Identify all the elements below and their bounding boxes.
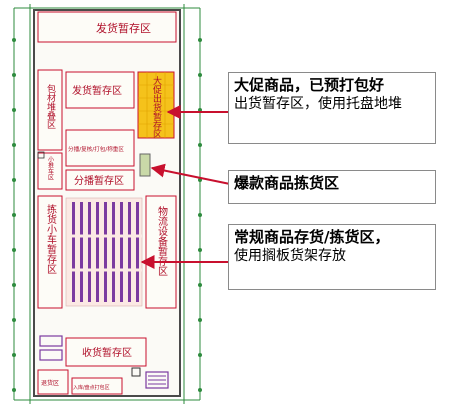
label-promo-storage: 大促出货暂存区	[151, 75, 162, 139]
zone-small-box	[37, 152, 63, 190]
label-office: 退货区	[41, 379, 59, 387]
zone-hot-items	[139, 153, 151, 177]
zone-sort-recheck	[65, 129, 135, 167]
zone-pick-cart	[37, 195, 63, 309]
callout-regular: 常规商品存货/拣货区， 使用搁板货架存放	[228, 224, 436, 290]
callout-promo-title: 大促商品，已预打包好	[234, 76, 385, 94]
storage-rack-aisles	[70, 234, 142, 272]
label-shipping-mid: 发货暂存区	[72, 84, 122, 97]
label-receiving: 收货暂存区	[82, 346, 132, 359]
promo-pallet-grid	[138, 72, 174, 138]
label-pick-cart: 拣货小车暂存区	[45, 203, 57, 274]
zone-shipping-top	[37, 11, 177, 43]
receiving-racks	[39, 335, 169, 389]
callout-regular-title: 常规商品存货/拣货区，	[234, 228, 390, 246]
zone-shipping-mid	[65, 71, 135, 109]
zone-packing-material	[37, 69, 63, 151]
label-small-box: 小推车区	[47, 155, 54, 180]
zone-sort-storage	[65, 169, 135, 191]
callout-hot-items-title: 爆款商品拣货区	[234, 174, 340, 192]
label-sort-recheck: 分播/复核/打包/称重区	[68, 145, 124, 153]
callout-regular-desc: 使用搁板货架存放	[234, 248, 346, 264]
zone-logistics-equipment	[145, 195, 177, 309]
arrow-hot-items	[150, 163, 231, 185]
callout-promo: 大促商品，已预打包好 出货暂存区，使用托盘地堆	[228, 72, 436, 144]
storage-racks	[72, 202, 139, 302]
zone-office	[37, 369, 69, 395]
callout-hot-items: 爆款商品拣货区	[228, 170, 436, 204]
label-packing-material: 包材堆叠区	[45, 83, 56, 129]
elevator-icon	[131, 367, 141, 377]
receiving-rack-bars	[148, 375, 166, 385]
callout-promo-desc: 出货暂存区，使用托盘地堆	[234, 96, 402, 112]
label-logistics-equipment: 物流设备暂存区	[156, 205, 168, 276]
grid-ticks	[12, 38, 202, 392]
stairs-icon	[37, 151, 45, 159]
zone-bottom-mid	[71, 377, 123, 395]
label-sort-storage: 分播暂存区	[74, 174, 124, 187]
zone-receiving	[65, 337, 147, 367]
label-shipping-top: 发货暂存区	[96, 21, 151, 35]
label-bottom-mid: 入库/盘点打包区	[73, 384, 110, 391]
